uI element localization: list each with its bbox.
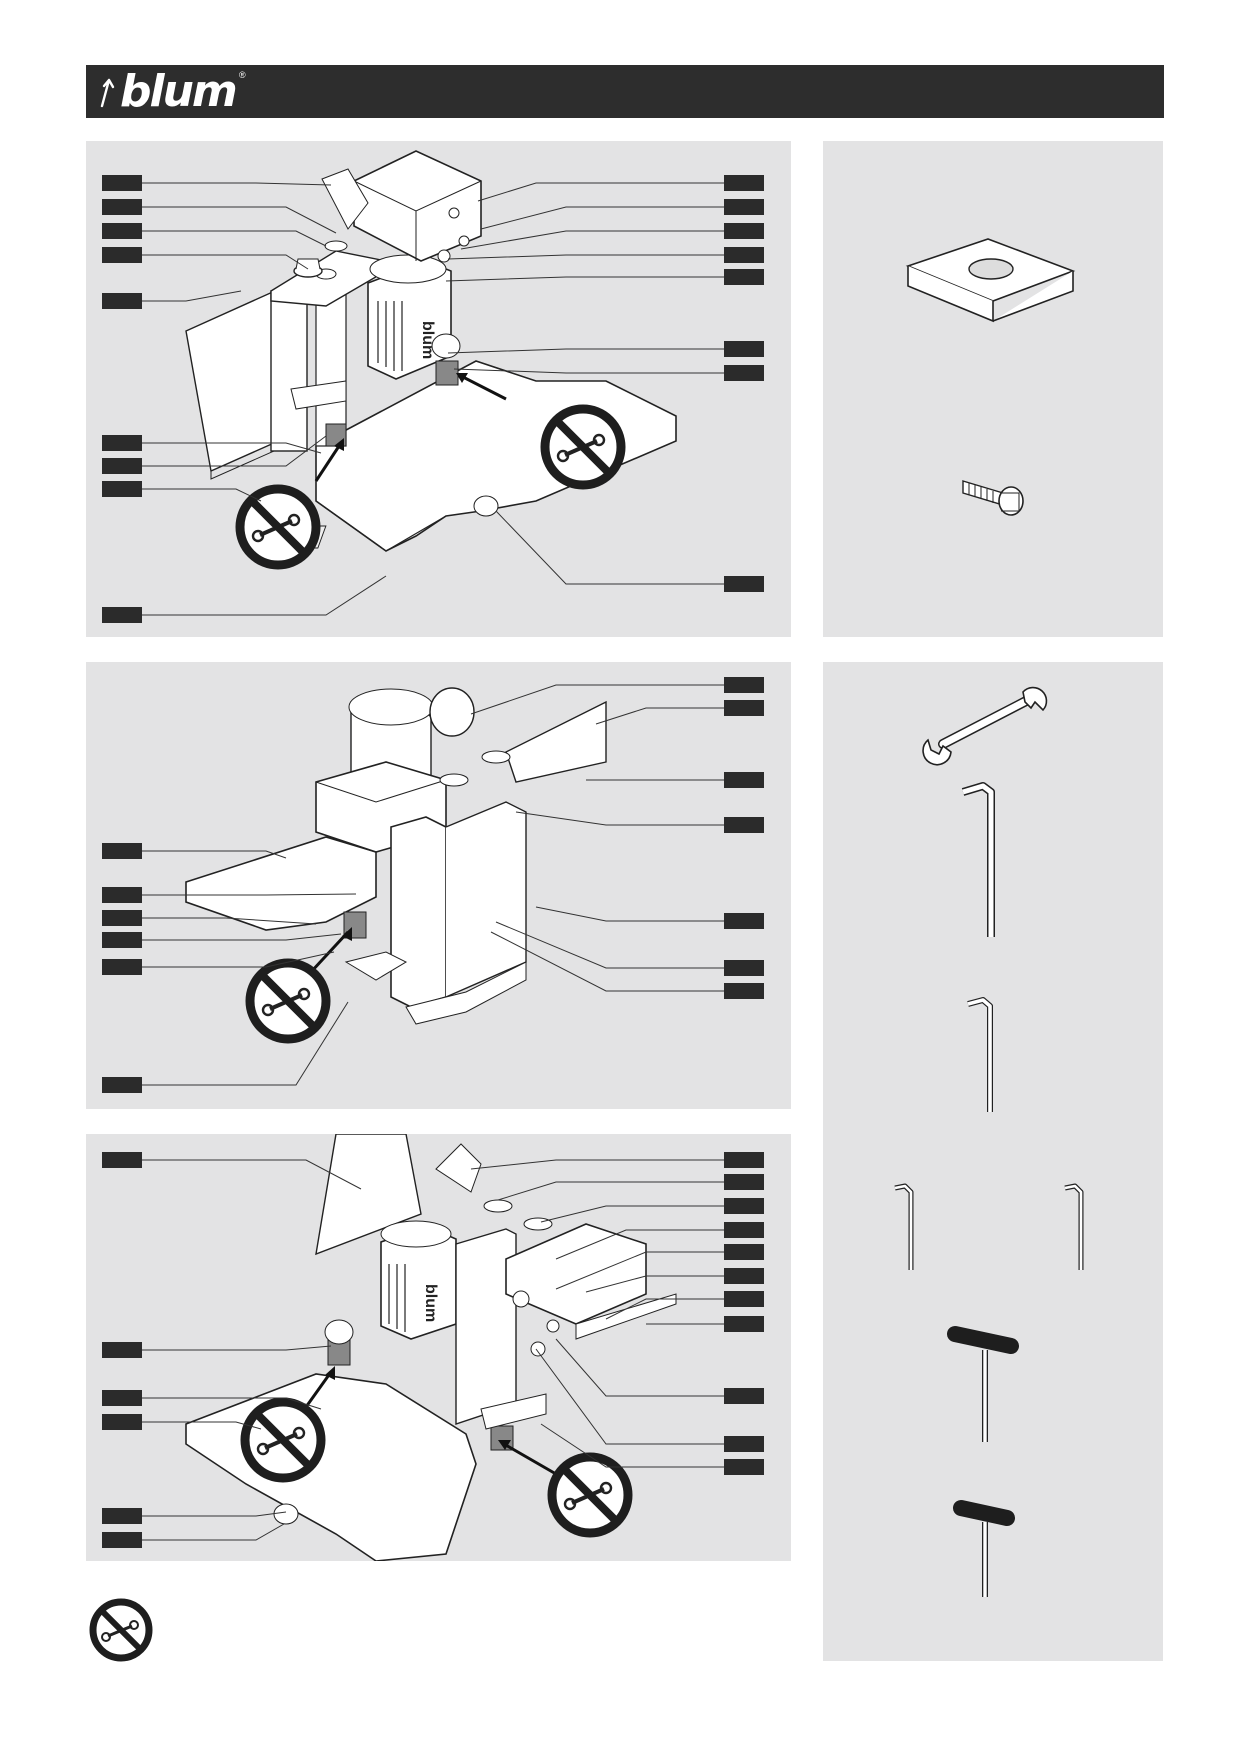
callout-tag: [102, 607, 142, 623]
tools-illustration: [894, 686, 1084, 1597]
callout-tag: [102, 1077, 142, 1093]
callout-tag: [724, 1174, 764, 1190]
svg-text:blum: blum: [422, 1284, 439, 1322]
callout-tag: [102, 1342, 142, 1358]
callout-tag: [724, 1436, 764, 1452]
hex-key-small-icon: [1064, 1183, 1084, 1270]
panel-machine-side-view: blum: [86, 1134, 791, 1561]
callout-tag: [102, 435, 142, 451]
callout-tag: [102, 481, 142, 497]
callout-tag: [724, 960, 764, 976]
hex-key-large-icon: [961, 782, 995, 937]
panel-machine-front-view: blum: [86, 141, 791, 637]
t-handle-key-short-icon: [953, 1500, 1015, 1597]
callout-tag: [724, 1316, 764, 1332]
t-handle-key-long-icon: [947, 1326, 1019, 1442]
callout-tag: [102, 247, 142, 263]
callout-tag: [724, 677, 764, 693]
callout-tag: [102, 1508, 142, 1524]
callout-tag: [724, 1222, 764, 1238]
callout-tag: [102, 199, 142, 215]
callout-tag: [102, 1532, 142, 1548]
callout-tag: [102, 843, 142, 859]
open-end-wrench-icon: [922, 686, 1048, 766]
callout-tag: [102, 887, 142, 903]
callout-tag: [724, 700, 764, 716]
no-wrench-icon: [240, 1397, 326, 1483]
callout-tag: [724, 1152, 764, 1168]
brand-name: blum: [120, 66, 238, 117]
blum-arrow-icon: [100, 78, 115, 108]
brand-logo: blum ®: [98, 64, 246, 120]
socket-screw-icon: [962, 480, 1024, 516]
panel-machine-back-view: [86, 662, 791, 1109]
callout-tag: [102, 932, 142, 948]
callout-tag: [724, 913, 764, 929]
callout-tag: [724, 1388, 764, 1404]
callout-tag: [102, 1152, 142, 1168]
no-wrench-icon: [540, 404, 626, 490]
callout-tag: [102, 223, 142, 239]
callout-tag: [724, 175, 764, 191]
no-wrench-prohibition-icon: [89, 1598, 153, 1662]
callout-tag: [724, 1291, 764, 1307]
callout-tag: [724, 269, 764, 285]
machine-side-illustration: blum: [142, 1134, 724, 1561]
registered-mark: ®: [239, 70, 246, 80]
callout-tag: [724, 223, 764, 239]
callout-tag: [102, 175, 142, 191]
callout-tag: [102, 959, 142, 975]
callout-tag: [724, 576, 764, 592]
callout-tag: [724, 247, 764, 263]
callout-tag: [724, 199, 764, 215]
callout-tag: [102, 1414, 142, 1430]
callout-tag: [724, 365, 764, 381]
no-wrench-icon: [235, 484, 321, 570]
callout-tag: [102, 458, 142, 474]
panel-tools: [823, 662, 1163, 1661]
callout-tag: [724, 772, 764, 788]
parts-illustration: [905, 238, 1076, 516]
callout-tag: [724, 341, 764, 357]
no-wrench-icon: [245, 958, 331, 1044]
spacer-plate-icon: [905, 238, 1076, 323]
panel-parts: [823, 141, 1163, 637]
callout-tag: [724, 1198, 764, 1214]
callout-tag: [102, 293, 142, 309]
callout-tag: [724, 817, 764, 833]
machine-back-illustration: [142, 684, 724, 1086]
callout-tag: [724, 983, 764, 999]
header-bar: [86, 65, 1164, 118]
callout-tag: [724, 1268, 764, 1284]
no-wrench-icon: [547, 1452, 633, 1538]
svg-text:blum: blum: [419, 321, 436, 359]
callout-tag: [724, 1244, 764, 1260]
callout-tag: [724, 1459, 764, 1475]
hex-key-medium-icon: [967, 997, 993, 1112]
machine-front-illustration: blum: [142, 150, 724, 616]
callout-tag: [102, 1390, 142, 1406]
callout-tag: [102, 910, 142, 926]
hex-key-small-icon: [894, 1183, 914, 1270]
